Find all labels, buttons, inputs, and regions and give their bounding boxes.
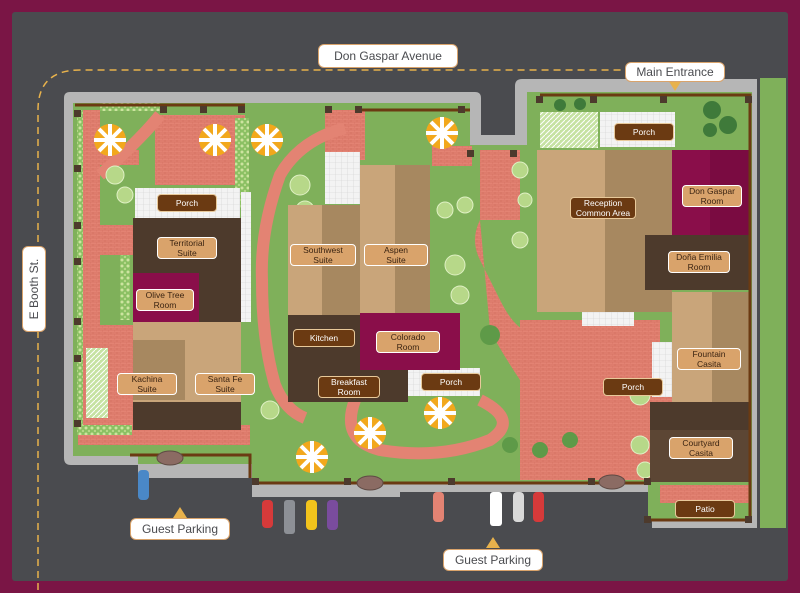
label-porch-west: Porch: [157, 194, 217, 212]
street-e-booth-label: E Booth St.: [27, 258, 41, 320]
street-don-gaspar: Don Gaspar Avenue: [318, 44, 458, 68]
east-lawn-strip: [760, 78, 786, 528]
wall-posts: [74, 96, 752, 523]
label-aspen-suite: Aspen Suite: [364, 244, 428, 266]
label-porch-entrance: Porch: [614, 123, 674, 141]
label-dona-emilia-room: Doña Emilia Room: [668, 251, 730, 273]
west-gravel: [86, 348, 108, 418]
label-southwest-suite: Southwest Suite: [290, 244, 356, 266]
label-fountain-casita: Fountain Casita: [677, 348, 741, 370]
label-santa-fe-suite: Santa Fe Suite: [195, 373, 255, 395]
west-curved-walkway: [96, 111, 165, 180]
label-territorial-suite: Territorial Suite: [157, 237, 217, 259]
shrubs: [105, 161, 654, 479]
arrow-up-icon: [173, 507, 500, 548]
label-kitchen: Kitchen: [293, 329, 355, 347]
label-patio: Patio: [675, 500, 735, 518]
guest-parking-right-sign: Guest Parking: [443, 549, 543, 571]
tree-icon: [480, 98, 737, 458]
curved-walkway: [255, 122, 347, 424]
west-porch-side: [241, 192, 251, 322]
entrance-gravel: [540, 112, 598, 148]
car-icon: [138, 470, 544, 534]
label-porch-center: Porch: [421, 373, 481, 391]
label-olive-tree-room: Olive Tree Room: [136, 289, 194, 311]
label-porch-east: Porch: [603, 378, 663, 396]
umbrella-icon: [94, 117, 458, 473]
guest-parking-left-sign: Guest Parking: [130, 518, 230, 540]
label-breakfast-room: Breakfast Room: [318, 376, 380, 398]
planters: [156, 450, 626, 491]
main-entrance-sign: Main Entrance: [625, 62, 725, 82]
label-don-gaspar-room: Don Gaspar Room: [682, 185, 742, 207]
label-courtyard-casita: Courtyard Casita: [669, 437, 733, 459]
label-reception-common-area: Reception Common Area: [570, 197, 636, 219]
label-colorado-room: Colorado Room: [376, 331, 440, 353]
label-kachina-suite: Kachina Suite: [117, 373, 177, 395]
courtyard-paver: [325, 152, 360, 204]
arrow-down-icon: [668, 80, 682, 91]
street-e-booth: E Booth St.: [22, 246, 46, 332]
